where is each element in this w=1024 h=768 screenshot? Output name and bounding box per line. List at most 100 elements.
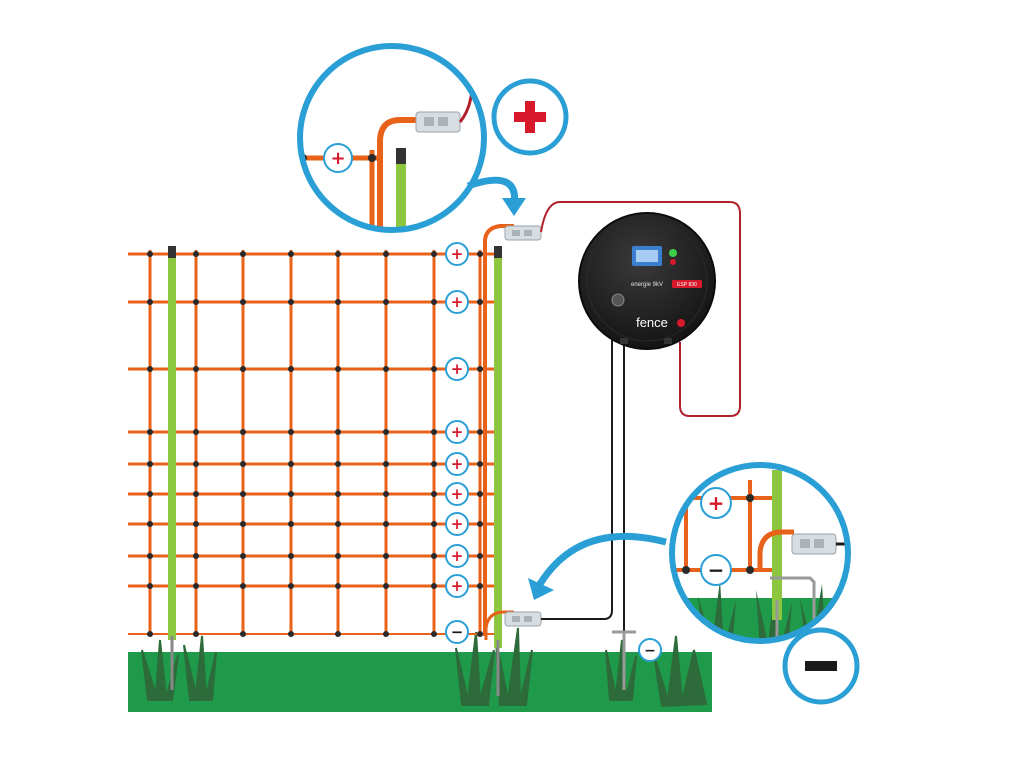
netting-knot — [147, 553, 153, 559]
ground-stake-icon — [612, 630, 636, 690]
fence-post-left — [168, 248, 176, 640]
netting-knot — [431, 251, 437, 257]
ground-lead-wire — [484, 610, 514, 640]
clamp-connector-icon — [504, 225, 542, 241]
plus-icon: + — [451, 547, 464, 565]
plus-icon: + — [451, 485, 464, 503]
netting-knot — [431, 461, 437, 467]
netting-knot — [240, 491, 246, 497]
netting-knot — [477, 553, 483, 559]
netting-knot — [147, 429, 153, 435]
netting-knot — [288, 631, 294, 637]
netting-knot — [240, 251, 246, 257]
netting-knot — [240, 366, 246, 372]
fence-post-right — [494, 248, 502, 648]
energizer-model-badge: ESP 830 — [677, 282, 697, 288]
netting-knot — [335, 521, 341, 527]
netting-knot — [193, 251, 199, 257]
netting-knot — [335, 553, 341, 559]
netting-knot — [477, 299, 483, 305]
netting-knot — [431, 491, 437, 497]
netting-knot — [193, 521, 199, 527]
netting-knot — [193, 491, 199, 497]
netting-knot — [288, 491, 294, 497]
plus-icon: + — [330, 148, 345, 169]
curved-arrow-icon — [528, 532, 667, 600]
netting-knot — [335, 631, 341, 637]
netting-knot — [477, 491, 483, 497]
netting-knot — [147, 299, 153, 305]
netting-knot — [193, 366, 199, 372]
positive-lead-cable — [540, 201, 741, 417]
netting-knot — [335, 491, 341, 497]
netting-knot — [147, 251, 153, 257]
netting-knot — [288, 521, 294, 527]
plus-icon: + — [451, 577, 464, 595]
netting-knot — [431, 631, 437, 637]
netting-knot — [147, 461, 153, 467]
netting-knot — [335, 583, 341, 589]
plus-icon: + — [451, 515, 464, 533]
plus-badge — [445, 357, 469, 381]
negative-ground-cable — [541, 340, 613, 620]
netting-knot — [193, 299, 199, 305]
minus-icon: − — [708, 558, 725, 582]
minus-icon: − — [451, 623, 464, 641]
netting-knot — [147, 583, 153, 589]
energizer-status-led — [669, 249, 677, 257]
fence-post-top-cap-right — [494, 246, 502, 258]
polarity-badges: +++++++++− — [445, 242, 469, 644]
netting-horizontal-strands — [128, 252, 500, 635]
netting-knot — [477, 429, 483, 435]
netting-knot — [147, 631, 153, 637]
netting-knot — [477, 366, 483, 372]
minus-badge — [445, 620, 469, 644]
netting-knot — [335, 366, 341, 372]
netting-knot — [431, 553, 437, 559]
netting-knot — [240, 583, 246, 589]
negative-connection-callout: + − — [669, 462, 851, 644]
netting-knot — [147, 366, 153, 372]
netting-knot — [431, 299, 437, 305]
plus-icon: + — [708, 491, 725, 515]
minus-icon: − — [644, 643, 656, 659]
plus-icon: + — [451, 423, 464, 441]
netting-knot — [240, 631, 246, 637]
netting-knot — [383, 461, 389, 467]
netting-knot — [383, 429, 389, 435]
netting-knot — [477, 461, 483, 467]
energizer-button — [611, 293, 625, 307]
netting-knot — [431, 429, 437, 435]
netting-knot — [477, 583, 483, 589]
netting-knot — [240, 299, 246, 305]
netting-knot — [288, 583, 294, 589]
netting-knot — [431, 366, 437, 372]
plus-icon: + — [451, 360, 464, 378]
clamp-connector-icon — [504, 611, 542, 627]
netting-knot — [383, 583, 389, 589]
netting-knot — [383, 299, 389, 305]
netting-knot — [288, 366, 294, 372]
netting-knots — [147, 251, 483, 637]
netting-knot — [288, 429, 294, 435]
negative-terminal-badge — [782, 627, 860, 705]
netting-knot — [240, 429, 246, 435]
netting-knot — [193, 583, 199, 589]
netting-knot — [240, 553, 246, 559]
netting-knot — [431, 521, 437, 527]
plus-badge — [445, 452, 469, 476]
netting-knot — [288, 553, 294, 559]
plus-badge — [445, 290, 469, 314]
ground-grass-strip — [128, 652, 712, 712]
netting-knot — [288, 461, 294, 467]
netting-knot — [383, 521, 389, 527]
netting-knot — [193, 461, 199, 467]
netting-knot — [383, 366, 389, 372]
netting-knot — [477, 251, 483, 257]
energizer-model-label: energie 9kV — [631, 282, 663, 288]
plus-icon: + — [451, 455, 464, 473]
plus-badge — [445, 420, 469, 444]
plus-badge — [445, 482, 469, 506]
netting-knot — [193, 553, 199, 559]
